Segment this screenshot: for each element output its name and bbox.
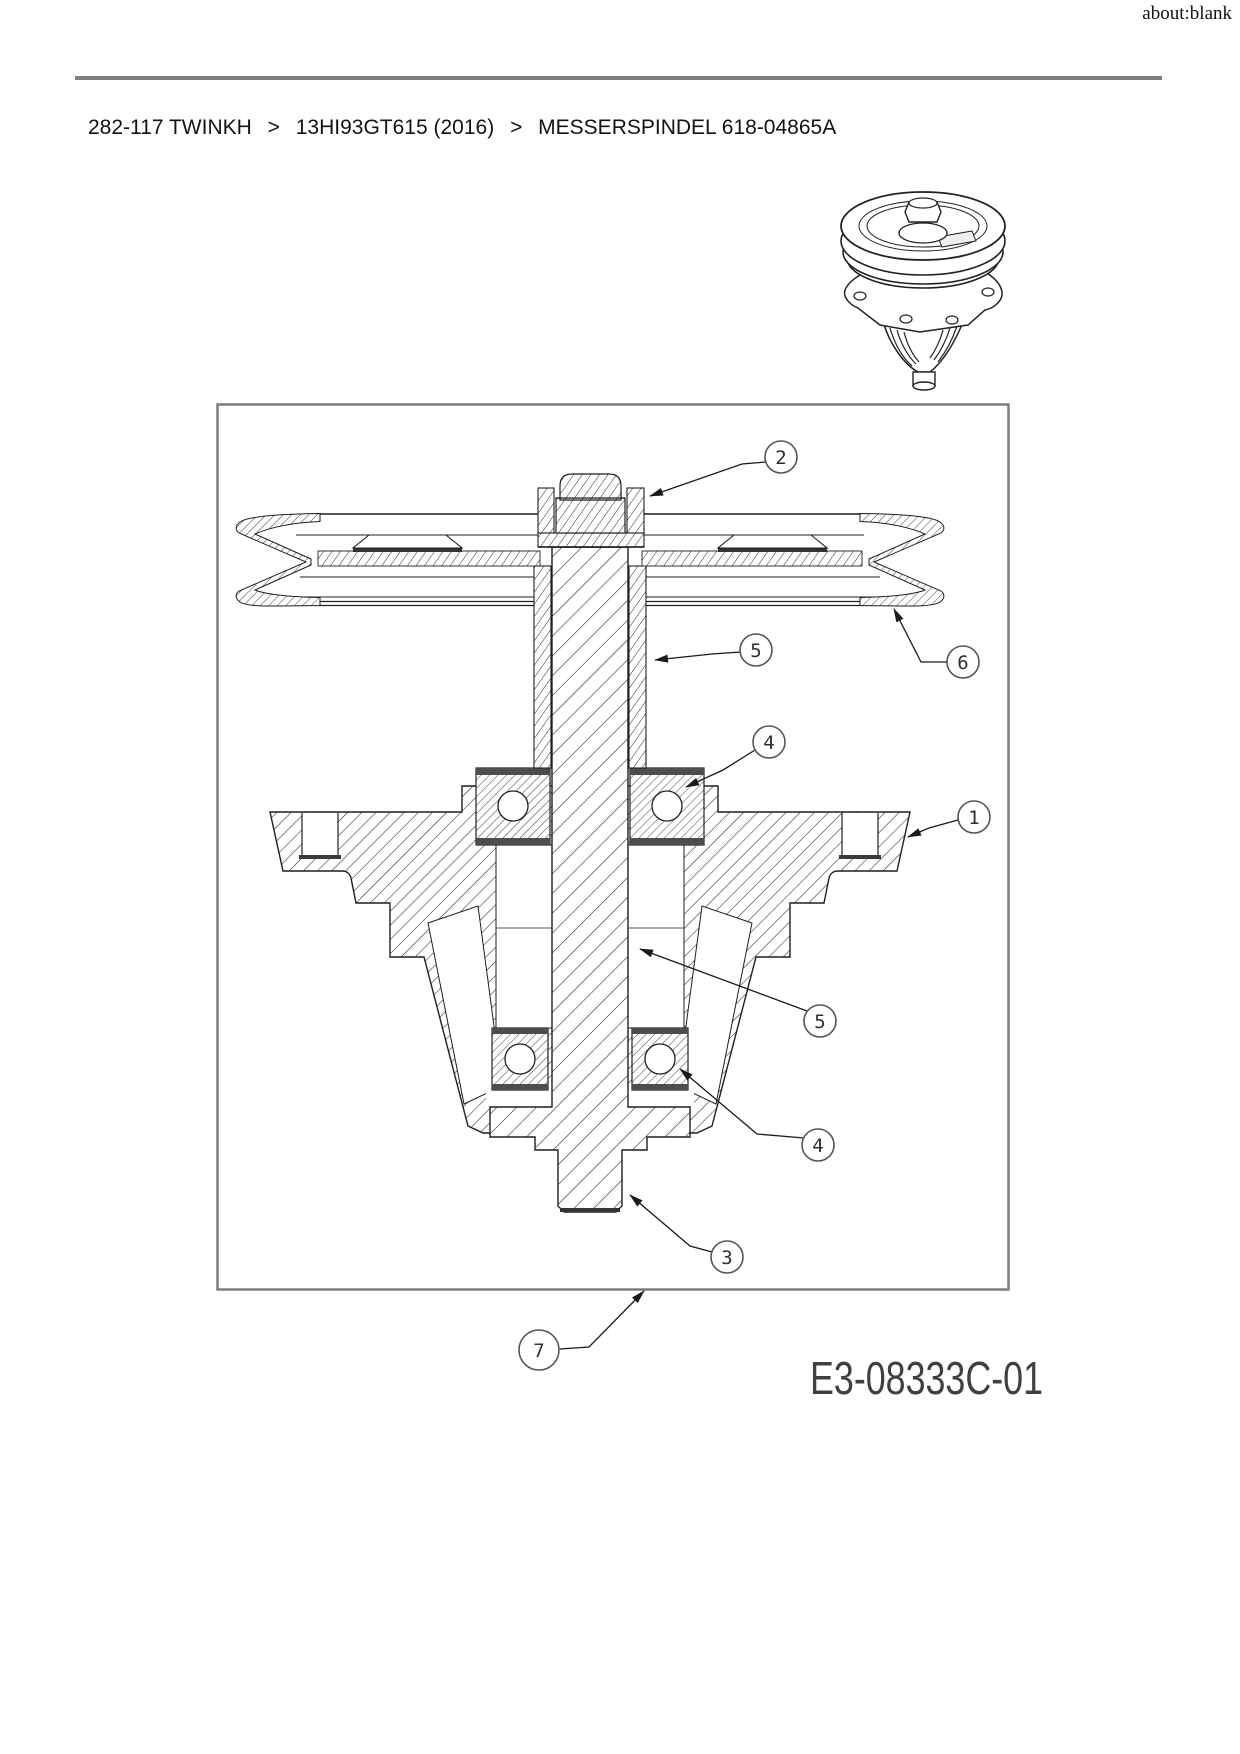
breadcrumb-item-model: 282-117 TWINKH [88,116,252,139]
breadcrumb-item-assembly: MESSERSPINDEL 618-04865A [538,116,837,139]
bearing-ball [651,790,683,822]
bearing-ball [497,790,529,822]
pulley-rim-right [859,512,945,607]
header-rule [75,76,1162,80]
callout-2: 2 [764,440,798,474]
shaft-section [489,546,691,1213]
print-header-url: about:blank [1142,3,1232,24]
svg-text:3: 3 [721,1247,732,1269]
callout-3: 3 [710,1240,744,1274]
lower-bearing-left [491,1027,549,1091]
svg-text:5: 5 [750,640,761,662]
callout-7: 7 [518,1329,560,1371]
nut-body [555,497,626,534]
lower-bearing-right [631,1027,689,1091]
svg-text:4: 4 [763,732,774,754]
spacer-sleeve [533,565,647,769]
callout-4-lower: 4 [801,1128,835,1162]
pulley-section [235,512,945,607]
svg-text:2: 2 [775,447,786,469]
bearing-ball [644,1043,676,1075]
bolt-hole-left [302,813,338,857]
bearing-ball [504,1043,536,1075]
callout-4-upper: 4 [752,725,786,759]
breadcrumb-separator: > [267,116,280,139]
callouts: 2 5 4 6 1 5 4 [518,440,991,1371]
svg-text:7: 7 [533,1340,544,1362]
upper-bearing-left [475,767,551,846]
leader-lines [559,461,959,1350]
nut-and-washer [537,473,645,548]
diagram-frame [216,403,1010,1291]
breadcrumb: 282-117 TWINKH > 13HI93GT615 (2016) > ME… [88,116,836,140]
upper-bearing-right [629,767,705,846]
nut-cap [559,473,622,501]
callout-5-lower: 5 [803,1004,837,1038]
breadcrumb-separator: > [510,116,523,139]
breadcrumb-item-type: 13HI93GT615 (2016) [295,116,495,139]
part-photo [840,191,1006,391]
part-code: E3-08333C-01 [810,1352,1043,1404]
callout-6: 6 [946,645,980,679]
pulley-rim-left [235,512,321,607]
callout-5-upper: 5 [739,633,773,667]
svg-text:1: 1 [968,807,979,829]
svg-text:6: 6 [957,652,968,674]
bolt-hole-right [842,813,878,857]
svg-text:4: 4 [812,1135,823,1157]
callout-1: 1 [957,800,991,834]
svg-text:5: 5 [814,1011,825,1033]
